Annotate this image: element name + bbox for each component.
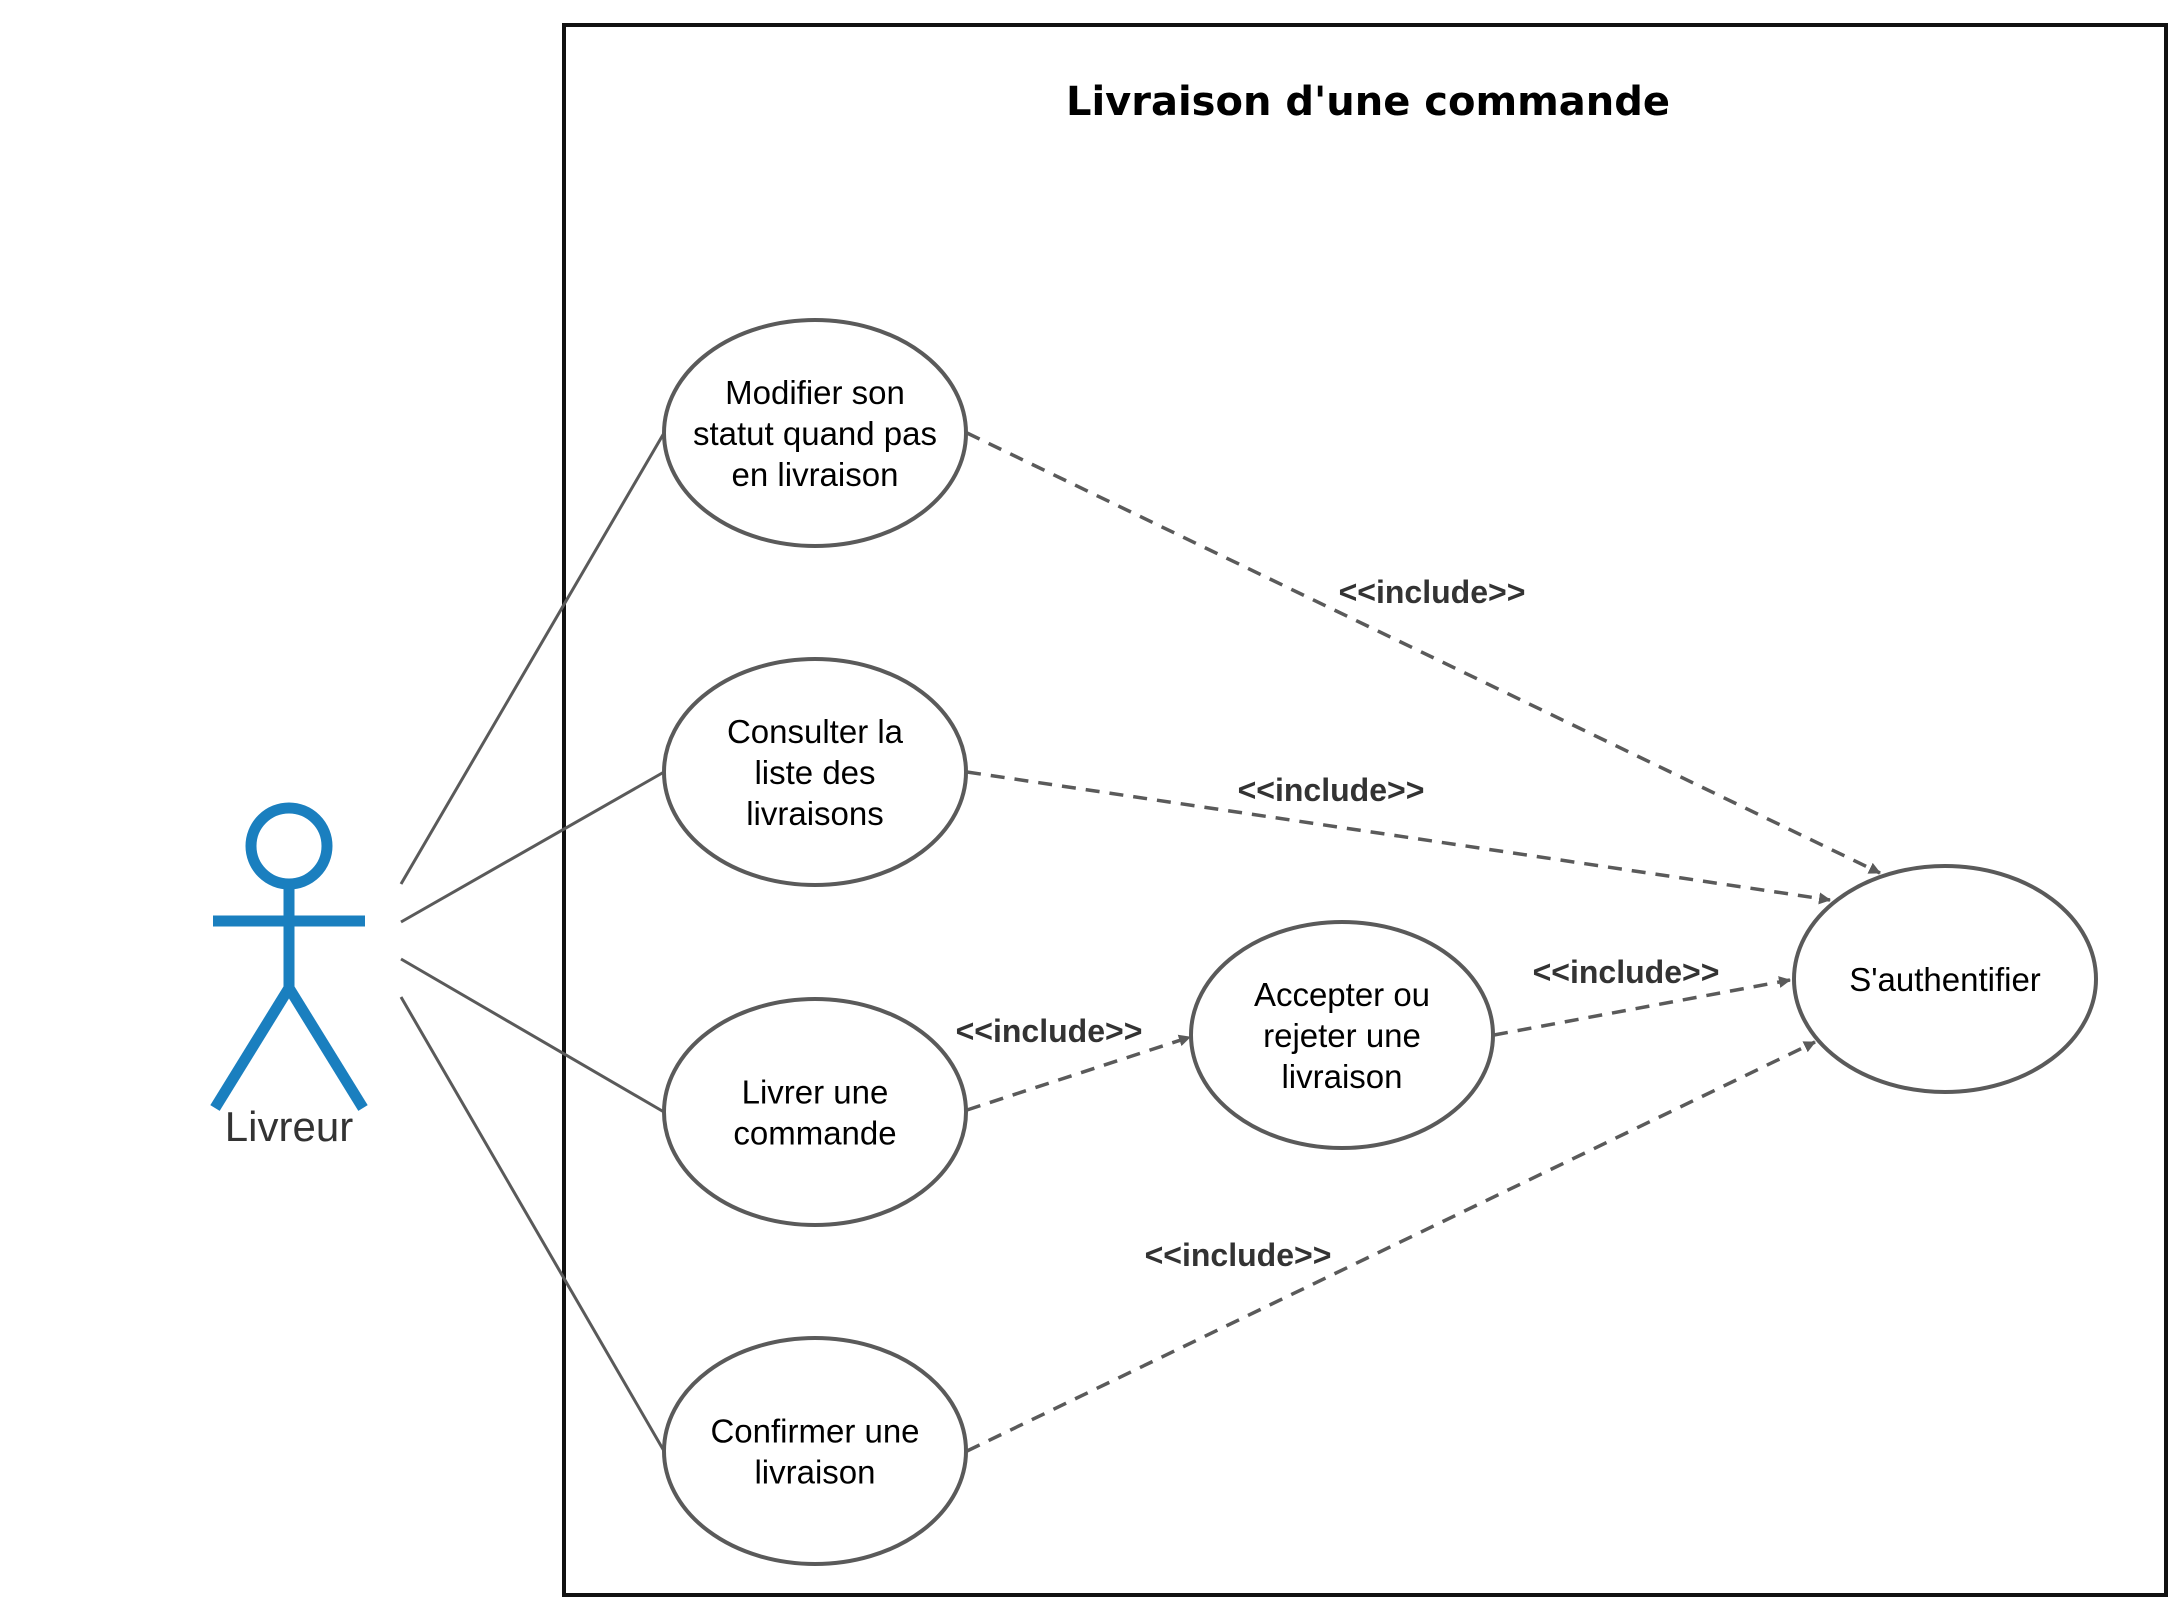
include-arrow-confirmer-auth [966,1040,1816,1453]
include-arrow-livrer-accepter [966,1034,1191,1112]
actor-name: Livreur [225,1103,353,1150]
use-case-livrer[interactable]: Livrer une commande [662,997,968,1227]
use-case-label-line: livraison [754,1454,875,1491]
include-arrow-accepter-auth [1493,976,1791,1037]
use-case-consulter[interactable]: Consulter la liste des livraisons [662,657,968,887]
use-case-label-line: Modifier son [725,374,905,411]
include-label-modifier-auth: <<include>> [1339,574,1526,610]
association-lines [399,432,666,1452]
use-case-label-line: livraison [1281,1058,1402,1095]
stick-figure-icon [210,802,368,1111]
actor-livreur[interactable]: Livreur [210,802,368,1150]
association-line-livrer [400,957,665,1114]
use-case-label-line: Confirmer une [710,1413,919,1450]
use-case-ellipse [662,997,968,1227]
include-label-confirmer-auth: <<include>> [1145,1237,1332,1273]
use-case-confirmer[interactable]: Confirmer une livraison [662,1336,968,1566]
include-label-consulter-auth: <<include>> [1238,772,1425,808]
include-label-accepter-auth: <<include>> [1533,954,1720,990]
use-case-ellipse [1792,864,2098,1094]
use-case-auth[interactable]: S'authentifier [1792,864,2098,1094]
use-case-label-line: commande [733,1115,896,1152]
use-case-modifier[interactable]: Modifier son statut quand pas en livraison [662,318,968,548]
use-case-label-line: Consulter la [727,713,904,750]
include-dependencies: <<include>> <<include>> <<include>> <<inclu… [956,431,1881,1453]
use-case-ellipse [662,318,968,548]
use-case-label-line: statut quand pas [693,415,937,452]
use-case-ellipse [1189,920,1495,1150]
use-case-accepter[interactable]: Accepter ou rejeter une livraison [1189,920,1495,1150]
use-case-label-line: Livrer une [742,1074,889,1111]
system-boundary [562,23,2168,1597]
use-case-label-line: liste des [754,754,875,791]
association-line-confirmer [399,996,666,1452]
include-arrow-modifier-auth [966,431,1881,875]
use-case-label-line: rejeter une [1263,1017,1421,1054]
association-line-consulter [400,770,665,924]
association-line-modifier [399,432,666,885]
system-title: Livraison d'une commande [1066,79,1670,125]
use-case-label-line: Accepter ou [1254,976,1430,1013]
use-case-label-line: en livraison [732,456,899,493]
include-label-livrer-accepter: <<include>> [956,1013,1143,1049]
use-case-label-line: S'authentifier [1849,961,2041,998]
use-case-ellipse [662,1336,968,1566]
use-case-label-line: livraisons [746,795,884,832]
include-arrow-consulter-auth [966,770,1831,905]
use-cases: Modifier son statut quand pas en livraison… [662,318,2098,1566]
use-case-ellipse [662,657,968,887]
